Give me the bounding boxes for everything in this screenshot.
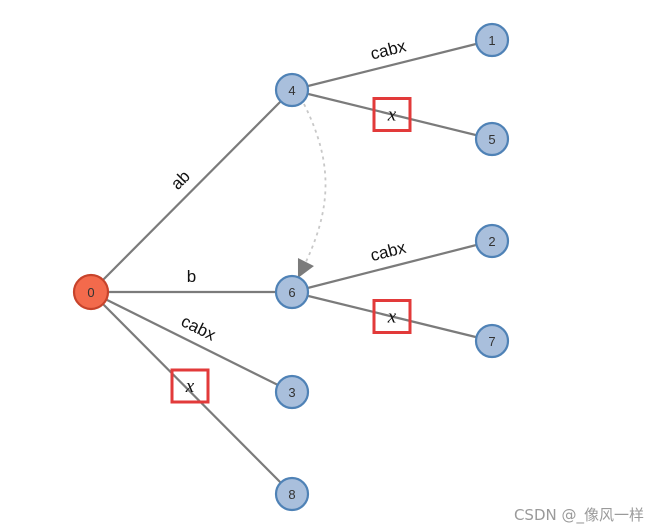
edge-0-4 (90, 89, 293, 293)
node-label: 1 (488, 33, 495, 48)
node-circle (274, 476, 310, 512)
edge-label: x (387, 105, 397, 126)
node-label: 2 (488, 234, 495, 249)
tree-node: 8 (274, 476, 310, 512)
highlight-box (372, 97, 412, 132)
edge-label-group: x (372, 97, 412, 132)
node-label: 0 (87, 285, 94, 300)
edge-6-7 (291, 290, 493, 343)
node-circle (274, 374, 310, 410)
edge-label: cabx (368, 238, 408, 265)
edge-label: x (387, 307, 397, 328)
edge-label: x (185, 376, 195, 397)
edge-label: b (187, 267, 196, 286)
highlight-box (372, 299, 412, 334)
node-label: 4 (288, 83, 295, 98)
edges-layer (90, 38, 493, 495)
root-node: 0 (72, 273, 110, 311)
node-circle (474, 121, 510, 157)
suffix-links-layer (297, 103, 327, 279)
edge-label: ab (167, 167, 194, 194)
node-label: 3 (288, 385, 295, 400)
tree-node: 3 (274, 374, 310, 410)
edge-label-group: b (187, 267, 196, 286)
edge-6-2 (291, 239, 493, 294)
tree-node: 4 (274, 72, 310, 108)
edge-label: cabx (369, 36, 409, 63)
edge-0-3 (90, 291, 293, 393)
edge-label-group: cabx (369, 36, 409, 63)
tree-node: 6 (274, 274, 310, 310)
suffix-link-4-6 (297, 103, 327, 279)
highlight-box (170, 368, 210, 404)
node-circle (72, 273, 110, 311)
edge-4-5 (291, 88, 493, 141)
node-label: 5 (488, 132, 495, 147)
tree-node: 2 (474, 223, 510, 259)
node-circle (474, 323, 510, 359)
tree-node: 7 (474, 323, 510, 359)
edge-label: cabx (178, 312, 219, 345)
tree-node: 1 (474, 22, 510, 58)
node-circle (274, 72, 310, 108)
edge-4-1 (291, 38, 493, 92)
watermark: CSDN @_像风一样 (513, 506, 644, 524)
node-circle (474, 22, 510, 58)
node-label: 8 (288, 487, 295, 502)
node-circle (474, 223, 510, 259)
edge-label-group: cabx (368, 238, 408, 265)
node-label: 6 (288, 285, 295, 300)
edge-0-8 (90, 291, 293, 495)
node-label: 7 (488, 334, 495, 349)
edge-label-group: cabx (178, 312, 219, 345)
edge-label-group: ab (167, 167, 194, 194)
nodes-layer: 0 4 6 3 8 1 5 2 7 (72, 22, 510, 512)
node-circle (274, 274, 310, 310)
tree-node: 5 (474, 121, 510, 157)
edge-label-group: x (170, 368, 210, 404)
edge-label-group: x (372, 299, 412, 334)
